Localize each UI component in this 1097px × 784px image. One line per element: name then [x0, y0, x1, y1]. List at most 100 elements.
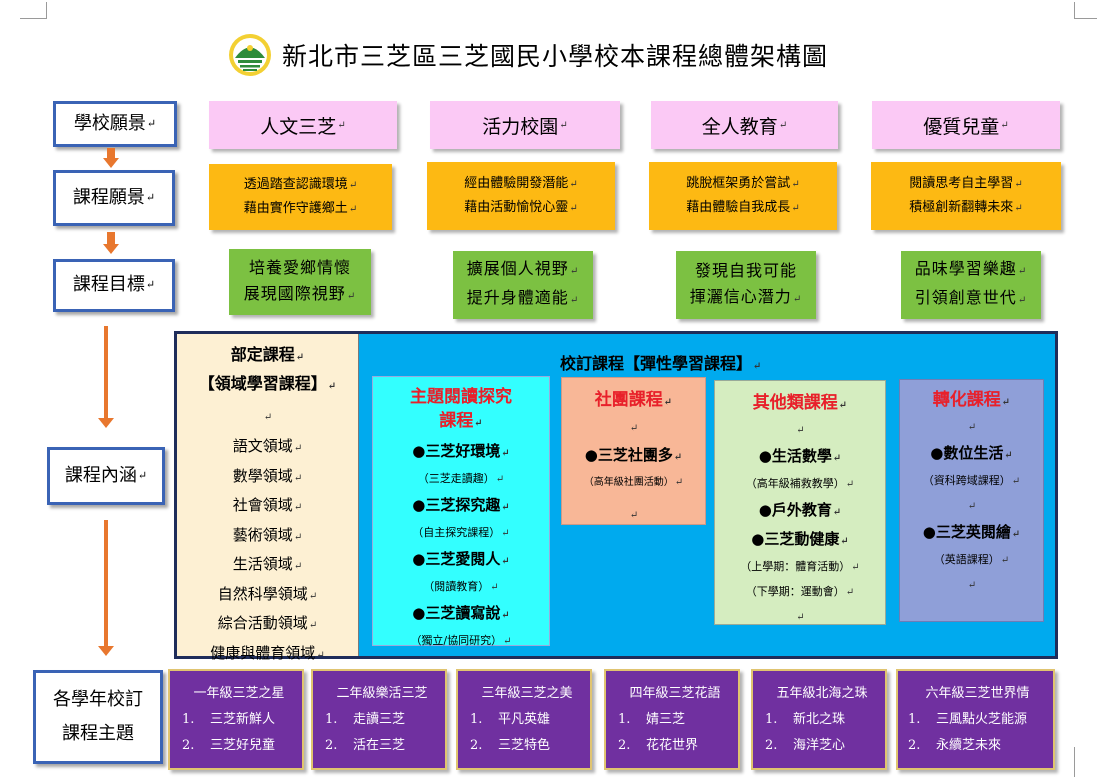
paragraph-mark: ↵ — [337, 119, 346, 131]
paragraph-mark: ↵ — [348, 180, 358, 191]
paragraph-mark: ↵ — [501, 556, 510, 567]
bu-ding-area: 社會領域 — [232, 496, 293, 514]
paragraph-mark: ↵ — [308, 620, 318, 631]
label-course-vision-text: 課程願景 — [72, 186, 145, 208]
label-course-goal: 課程目標↵ — [53, 259, 175, 312]
paragraph-mark: ↵ — [293, 472, 303, 484]
school-vision-3: 全人教育↵ — [651, 101, 838, 149]
paragraph-mark: ↵ — [832, 453, 842, 464]
down-arrow-icon — [98, 520, 114, 656]
transform-course-note: （英語課程） — [933, 553, 1000, 566]
bu-ding-course-box: 部定課程↵ 【領域學習課程】↵ ↵ 語文領域↵ 數學領域↵ 社會領域↵ 藝術領域… — [177, 334, 359, 662]
course-goal-line: 引領創意世代 — [914, 288, 1017, 307]
label-course-content: 課程內涵↵ — [47, 447, 165, 505]
down-arrow-icon — [98, 326, 114, 428]
grade-theme-item: 三芝好兒童 — [210, 737, 276, 753]
course-goal-3: 發現自我可能 揮灑信心潛力↵ — [676, 251, 816, 319]
grade-theme-item: 活在三芝 — [353, 737, 406, 753]
grade-theme-card-1: 一年級三芝之星 1. 三芝新鮮人 2. 三芝好兒童 — [168, 669, 304, 770]
label-grade-theme-line1: 各學年校訂 — [53, 688, 143, 710]
label-course-content-text: 課程內涵 — [64, 464, 137, 486]
transform-course-title: 轉化課程 — [932, 390, 1001, 410]
label-course-vision: 課程願景↵ — [53, 170, 175, 226]
item-number: 2. — [182, 737, 195, 753]
paragraph-mark: ↵ — [1014, 203, 1023, 214]
bu-ding-area: 生活領域 — [232, 555, 293, 573]
label-school-vision: 學校願景↵ — [53, 101, 177, 147]
item-number: 2. — [618, 737, 631, 753]
paragraph-mark: ↵ — [501, 610, 510, 621]
grade-theme-item: 海洋芝心 — [793, 737, 846, 753]
theme-reading-title: 主題閱讀探究 — [410, 387, 512, 407]
paragraph-mark: ↵ — [559, 119, 568, 131]
item-number: 1. — [908, 711, 921, 727]
paragraph-mark: ↵ — [1017, 295, 1028, 306]
theme-reading-item: ●三芝好環境 — [412, 442, 501, 460]
grade-theme-title: 六年級三芝世界情 — [925, 685, 1030, 701]
paragraph-mark: ↵ — [137, 468, 148, 482]
paragraph-mark: ↵ — [674, 477, 684, 488]
down-arrow-icon — [103, 148, 119, 168]
paragraph-mark: ↵ — [293, 561, 303, 572]
grade-theme-item: 三芝新鮮人 — [210, 711, 276, 727]
other-course-box: 其他類課程↵ ↵ ●生活數學↵ （高年級補救教學）↵ ●戶外教育↵ ●三芝動健康… — [714, 380, 886, 625]
transform-course-box: 轉化課程↵ ↵ ●數位生活↵ （資科跨域課程）↵ ↵ ●三芝英閱繪↵ （英語課程… — [899, 379, 1044, 622]
grade-theme-card-5: 五年級北海之珠 1.新北之珠 2.海洋芝心 — [751, 669, 887, 770]
label-grade-theme-line2: 課程主題 — [62, 723, 134, 744]
paragraph-mark: ↵ — [845, 587, 855, 598]
grade-theme-title: 一年級三芝之星 — [193, 685, 285, 701]
label-school-vision-text: 學校願景 — [73, 112, 146, 134]
paragraph-mark: ↵ — [791, 203, 800, 214]
item-number: 1. — [182, 711, 195, 727]
course-goal-line: 擴展個人視野 — [466, 259, 569, 278]
club-course-title: 社團課程 — [594, 390, 663, 410]
paragraph-mark: ↵ — [673, 452, 683, 463]
course-goal-2: 擴展個人視野↵ 提升身體適能↵ — [453, 251, 593, 319]
paragraph-mark: ↵ — [346, 290, 357, 302]
paragraph-mark: ↵ — [1017, 266, 1028, 277]
other-course-item: ●三芝動健康 — [751, 530, 840, 548]
bu-ding-area: 語文領域 — [232, 437, 293, 455]
grade-theme-item: 三風點火芝能源 — [936, 711, 1028, 727]
other-course-item: ●戶外教育 — [758, 501, 832, 519]
paragraph-mark: ↵ — [629, 423, 639, 434]
paragraph-mark: ↵ — [1011, 476, 1021, 487]
paragraph-mark: ↵ — [293, 443, 303, 454]
paragraph-mark: ↵ — [796, 612, 805, 623]
paragraph-mark: ↵ — [845, 479, 855, 490]
paragraph-mark: ↵ — [1000, 119, 1009, 131]
paragraph-mark: ↵ — [295, 352, 305, 363]
paragraph-mark: ↵ — [569, 179, 578, 190]
bu-ding-area: 數學領域 — [232, 466, 293, 485]
paragraph-mark: ↵ — [501, 502, 510, 513]
course-vision-2: 經由體驗開發潛能↵ 藉由活動愉悅心靈↵ — [427, 162, 615, 230]
paragraph-mark: ↵ — [832, 507, 842, 518]
course-goal-line: 揮灑信心潛力 — [689, 286, 792, 306]
paragraph-mark: ↵ — [490, 582, 499, 593]
grade-theme-card-2: 二年級樂活三芝 1.走讀三芝 2.活在三芝 — [311, 669, 447, 770]
grade-theme-title: 四年級三芝花語 — [629, 685, 721, 701]
school-vision-text: 人文三芝 — [260, 115, 337, 138]
paragraph-mark: ↵ — [316, 649, 325, 661]
grade-theme-title: 三年級三芝之美 — [481, 685, 573, 701]
paragraph-mark: ↵ — [474, 418, 483, 429]
grade-theme-item: 走讀三芝 — [353, 711, 406, 727]
course-goal-1: 培養愛鄉情懷 展現國際視野↵ — [229, 249, 371, 315]
course-vision-3: 跳脫框架勇於嘗試↵ 藉由體驗自我成長↵ — [649, 162, 837, 230]
club-course-box: 社團課程↵ ↵ ●三芝社團多↵ （高年級社團活動）↵ ↵ — [561, 377, 706, 525]
course-goal-line: 品味學習樂趣 — [914, 259, 1017, 278]
xiao-ding-title-text: 校訂課程【彈性學習課程】 — [560, 354, 753, 373]
other-course-note: （下學期：運動會） — [745, 585, 845, 598]
page-corner-top-left — [20, 2, 47, 19]
school-vision-4: 優質兒童↵ — [872, 101, 1060, 149]
paragraph-mark: ↵ — [851, 562, 860, 573]
other-course-note: （上學期：體育活動） — [740, 560, 851, 573]
bu-ding-area: 健康與體育領域 — [210, 643, 316, 662]
paragraph-mark: ↵ — [495, 474, 505, 485]
course-goal-line: 發現自我可能 — [694, 260, 797, 280]
theme-reading-item: ●三芝愛閱人 — [412, 550, 501, 568]
grade-theme-item: 三芝特色 — [498, 737, 551, 753]
bu-ding-area: 綜合活動領域 — [217, 614, 308, 632]
transform-course-item: ●數位生活 — [930, 444, 1004, 462]
club-course-note: （高年級社團活動） — [583, 477, 674, 488]
